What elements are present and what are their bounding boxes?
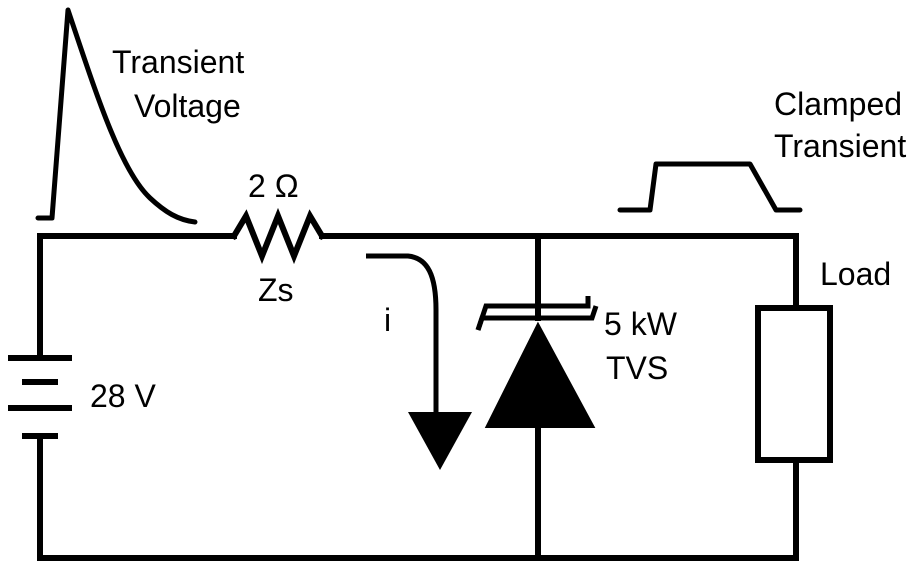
load-resistor xyxy=(755,305,833,463)
transient-voltage-label-line2: Voltage xyxy=(134,88,241,124)
battery-voltage-label: 28 V xyxy=(90,378,156,414)
clamped-transient-waveform xyxy=(617,161,803,213)
battery-symbol xyxy=(8,355,72,439)
current-label: i xyxy=(384,302,392,338)
current-arrow xyxy=(366,253,472,470)
tvs-name-label: TVS xyxy=(606,350,669,386)
clamped-transient-label-line1: Clamped xyxy=(774,86,903,122)
load-label: Load xyxy=(820,256,892,292)
resistor-zs xyxy=(229,207,327,265)
resistance-value-label: 2 Ω xyxy=(248,168,299,204)
clamped-transient-label-line2: Transient xyxy=(774,128,907,164)
transient-voltage-waveform xyxy=(35,7,198,225)
impedance-label: Zs xyxy=(258,272,294,308)
transient-voltage-label-line1: Transient xyxy=(112,44,245,80)
tvs-diode-symbol xyxy=(475,296,599,428)
tvs-rating-label: 5 kW xyxy=(604,306,677,342)
